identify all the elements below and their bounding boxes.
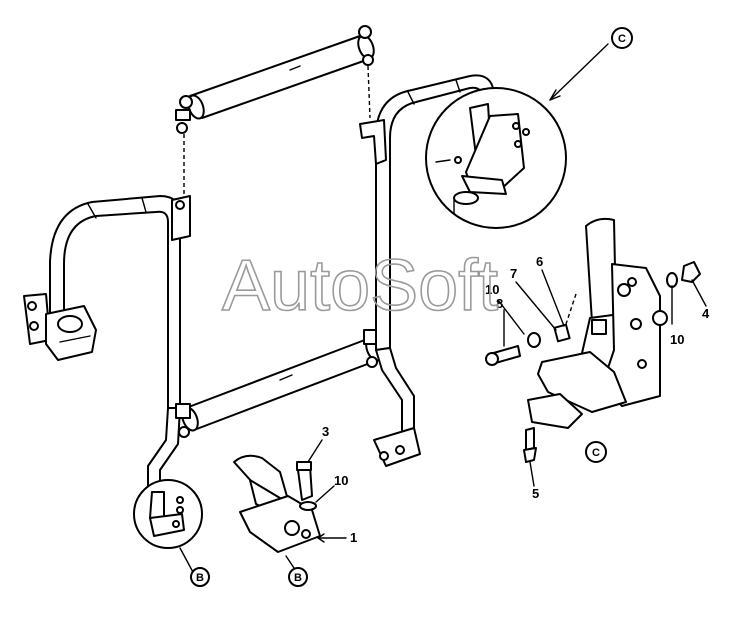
part-label-3: 3 <box>322 424 329 439</box>
leader-part-4 <box>691 279 707 307</box>
right-rail-upper-bracket <box>359 119 387 165</box>
top-crossbar-right-clamp <box>358 25 374 66</box>
part-label-7: 7 <box>510 266 517 281</box>
part-label-5: 5 <box>532 486 539 501</box>
exploded-detail-c: C <box>485 217 701 463</box>
autosoft-watermark: AutoSoft <box>222 246 498 326</box>
top-crossbar-tube <box>187 34 375 120</box>
part-label-10-bottom: 10 <box>334 473 348 488</box>
leader-part-10a <box>315 485 335 503</box>
callout-b-mid-label: B <box>294 572 302 584</box>
top-crossbar-left-clamp <box>175 95 193 134</box>
callout-b-left-label: B <box>196 572 204 584</box>
part-label-1: 1 <box>350 530 357 545</box>
detail-circle-b-left: B <box>133 479 210 587</box>
part-label-4: 4 <box>702 306 710 321</box>
leader-part-6 <box>541 269 565 327</box>
left-rail-upper-bracket <box>171 195 191 241</box>
leader-part-1-arrow <box>317 533 325 543</box>
part-label-8: 8 <box>496 296 503 311</box>
part-label-6: 6 <box>536 254 543 269</box>
part-label-10-right: 10 <box>670 332 684 347</box>
leader-part-3 <box>307 439 323 463</box>
leader-part-10b <box>497 299 525 335</box>
right-rail-base-mount <box>373 427 421 467</box>
part-label-10-left: 10 <box>485 282 499 297</box>
bottom-crossbar-clamps <box>175 329 379 438</box>
callout-c-detail-label: C <box>592 447 600 459</box>
bottom-crossbar-tube <box>181 336 383 432</box>
top-right-assembly-line <box>367 65 371 119</box>
left-rail-base-mount <box>23 293 97 361</box>
leader-part-5 <box>529 461 535 487</box>
leader-part-7 <box>515 281 557 331</box>
detail-bracket-b: B <box>233 454 321 587</box>
callout-c-top-label: C <box>618 33 626 45</box>
detail-circle-c-top: C <box>425 27 633 229</box>
